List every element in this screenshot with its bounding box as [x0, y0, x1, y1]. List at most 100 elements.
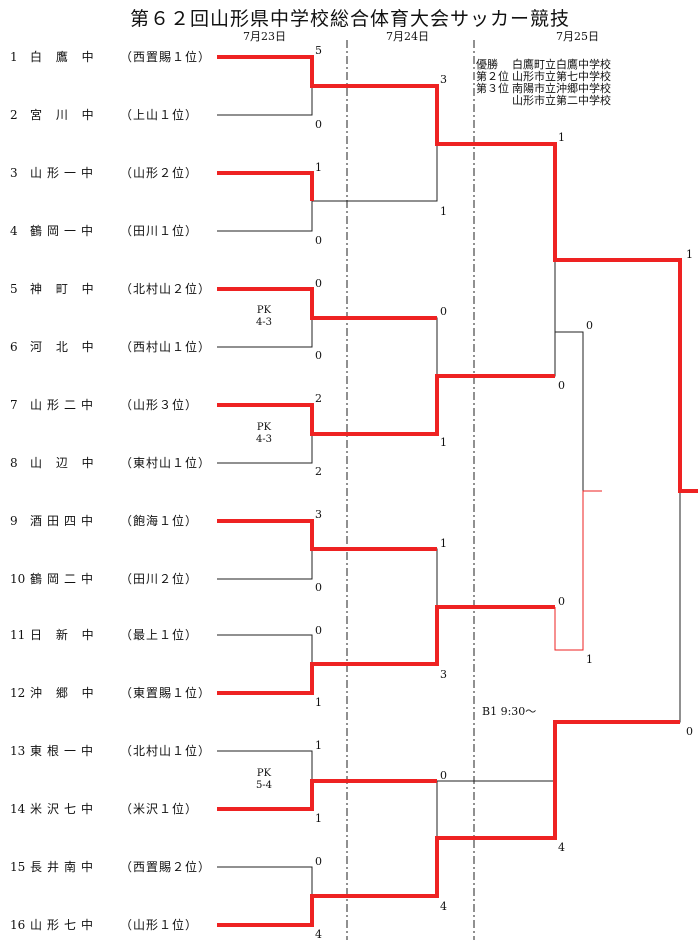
team-number: 12 [10, 686, 26, 700]
team-seed: （上山１位） [120, 108, 199, 122]
team-number: 10 [10, 572, 26, 586]
team-name: 日 新 中 [30, 628, 99, 642]
team-row: 13 東根一中 （北村山１位） [10, 743, 211, 759]
team-row: 12 沖 郷 中 （東置賜１位） [10, 685, 211, 701]
team-row: 14 米沢七中 （米沢１位） [10, 801, 198, 817]
team-number: 4 [10, 224, 18, 238]
team-name: 宮 川 中 [30, 108, 99, 122]
final-score: 1 [686, 248, 693, 261]
pk-label: PK [256, 422, 272, 433]
round1-score: 0 [315, 855, 322, 868]
team-seed: （東村山１位） [120, 456, 212, 470]
team-seed: （米沢１位） [120, 802, 199, 816]
team-number: 8 [10, 456, 18, 470]
match-time-note: B1 9:30～ [482, 705, 537, 718]
team-number: 11 [10, 628, 26, 642]
final-score: 0 [686, 725, 693, 738]
team-seed: （北村山２位） [120, 282, 212, 296]
team-seed: （西置賜１位） [120, 50, 212, 64]
round1-score: 0 [315, 581, 322, 594]
team-seed: （田川２位） [120, 572, 199, 586]
round1-score: 1 [315, 161, 322, 174]
round2-score: 1 [440, 436, 447, 449]
team-name: 長井南中 [30, 860, 99, 874]
semifinal-score: 1 [558, 131, 565, 144]
third-place-score: 0 [586, 319, 593, 332]
team-name: 河 北 中 [30, 340, 99, 354]
date-day1: 7月23日 [243, 30, 286, 43]
team-row: 11 日 新 中 （最上１位） [10, 627, 198, 643]
team-seed: （田川１位） [120, 224, 199, 238]
team-number: 14 [10, 802, 26, 816]
team-name: 山形一中 [30, 166, 99, 180]
round2-score: 0 [440, 305, 447, 318]
round1-score: 1 [315, 812, 322, 825]
team-number: 1 [10, 50, 18, 64]
team-name: 酒田四中 [30, 514, 99, 528]
results-panel: 優勝白鷹町立白鷹中学校 第２位山形市立第七中学校 第３位南陽市立沖郷中学校 山形… [476, 59, 611, 107]
team-name: 米沢七中 [30, 802, 99, 816]
pk-score: 4-3 [255, 434, 273, 445]
pk-score: 4-3 [255, 317, 273, 328]
team-seed: （山形３位） [120, 398, 199, 412]
team-seed: （山形１位） [120, 918, 199, 932]
round1-score: 0 [315, 349, 322, 362]
team-seed: （西村山１位） [120, 340, 212, 354]
team-seed: （最上１位） [120, 628, 199, 642]
round1-score: 1 [315, 739, 322, 752]
team-row: 7 山形二中 （山形３位） [10, 397, 198, 413]
round1-score: 0 [315, 624, 322, 637]
team-name: 沖 郷 中 [30, 686, 99, 700]
result-value: 白鷹町立白鷹中学校 [512, 58, 611, 71]
team-row: 2 宮 川 中 （上山１位） [10, 107, 198, 123]
team-name: 東根一中 [30, 744, 99, 758]
team-name: 鶴岡一中 [30, 224, 99, 238]
pk-note-1: PK 4-3 [244, 305, 284, 329]
team-seed: （西置賜２位） [120, 860, 212, 874]
pk-note-2: PK 4-3 [244, 422, 284, 446]
semifinal-score: 4 [558, 841, 565, 854]
result-value: 南陽市立沖郷中学校 [512, 82, 611, 95]
round1-score: 4 [315, 928, 322, 941]
round1-score: 2 [315, 465, 322, 478]
round2-score: 3 [440, 73, 447, 86]
third-place-lines [554, 490, 602, 651]
result-row: 第２位山形市立第七中学校 [476, 71, 611, 83]
team-name: 白 鷹 中 [30, 50, 99, 64]
team-row: 8 山 辺 中 （東村山１位） [10, 455, 211, 471]
result-row: 優勝 白鷹町立白鷹中学校 [476, 59, 611, 71]
team-number: 2 [10, 108, 18, 122]
result-label: 第２位 [476, 70, 509, 83]
third-place-score: 1 [586, 653, 593, 666]
date-day3: 7月25日 [556, 30, 599, 43]
result-value: 山形市立第二中学校 [512, 94, 611, 107]
pk-note-3: PK 5-4 [244, 768, 284, 792]
date-day2: 7月24日 [386, 30, 429, 43]
round2-score: 1 [440, 205, 447, 218]
team-number: 9 [10, 514, 18, 528]
round1-score: 3 [315, 508, 322, 521]
result-value: 山形市立第七中学校 [512, 70, 611, 83]
team-number: 7 [10, 398, 18, 412]
page-title: 第６２回山形県中学校総合体育大会サッカー競技 [129, 8, 570, 30]
team-seed: （山形２位） [120, 166, 199, 180]
team-name: 山形七中 [30, 918, 99, 932]
team-name: 山形二中 [30, 398, 99, 412]
team-seed: （東置賜１位） [120, 686, 212, 700]
round2-score: 0 [440, 769, 447, 782]
team-name: 山 辺 中 [30, 456, 99, 470]
round2-score: 1 [440, 537, 447, 550]
result-row: 山形市立第二中学校 [476, 95, 611, 107]
round1-score: 0 [315, 118, 322, 131]
team-seed: （北村山１位） [120, 744, 212, 758]
result-label: 優勝 [476, 58, 498, 71]
round2-score: 4 [440, 900, 447, 913]
team-number: 13 [10, 744, 26, 758]
pk-label: PK [256, 768, 272, 779]
